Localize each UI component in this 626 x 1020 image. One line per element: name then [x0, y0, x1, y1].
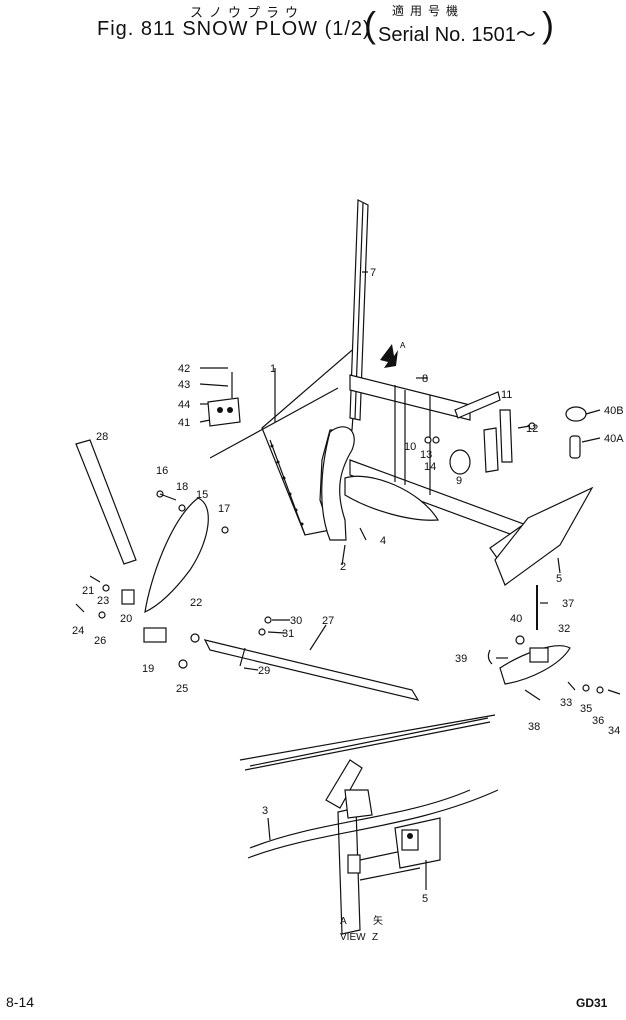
callout-18: 18 — [176, 481, 188, 493]
view-letter: Z — [372, 932, 378, 943]
figure-title: Fig. 811 SNOW PLOW (1/2) — [97, 18, 371, 40]
plate-part-11b — [483, 427, 499, 473]
model-code: GD31 — [576, 996, 608, 1010]
view-z-detail — [239, 714, 499, 935]
callout-43: 43 — [178, 379, 190, 391]
callout-4: 4 — [380, 535, 386, 547]
callout-17: 17 — [218, 503, 230, 515]
bracket-part-9 — [449, 449, 471, 475]
callout-14: 14 — [424, 461, 436, 473]
callout-42: 42 — [178, 363, 190, 375]
callout-20: 20 — [120, 613, 132, 625]
callout-44: 44 — [178, 399, 190, 411]
view-z-label: A 矢 VIEW Z — [340, 914, 383, 943]
view-text: VIEW — [340, 932, 366, 943]
callout-9: 9 — [456, 475, 462, 487]
endplate-part-15 — [144, 497, 209, 614]
callout-13: 13 — [420, 449, 432, 461]
callout-27: 27 — [322, 615, 334, 627]
edge-part-28 — [75, 439, 137, 565]
arrow-label: A — [400, 341, 406, 350]
callout-41: 41 — [178, 417, 190, 429]
plate-part-11 — [499, 409, 513, 463]
applicable-label: 適用号機 — [392, 4, 465, 18]
callout-15: 15 — [196, 489, 208, 501]
callout-10: 10 — [404, 441, 416, 453]
side-blade-part-5 — [494, 486, 594, 586]
callout-30: 30 — [290, 615, 302, 627]
part-callouts: 7 1 8 11 12 40B 40A 42 43 44 41 10 13 14… — [72, 267, 624, 905]
view-marker: A — [340, 916, 347, 927]
callout-16: 16 — [156, 465, 168, 477]
blade-curve — [321, 426, 355, 541]
callout-38: 38 — [528, 721, 540, 733]
callout-21: 21 — [82, 585, 94, 597]
frame-part-8 — [349, 374, 541, 563]
paren-close: ) — [542, 4, 554, 45]
callout-37: 37 — [562, 598, 574, 610]
page-number: 8-14 — [6, 994, 35, 1010]
callout-28: 28 — [96, 431, 108, 443]
plate-part-41 — [207, 372, 241, 427]
callout-39: 39 — [455, 653, 467, 665]
callout-22: 22 — [190, 597, 202, 609]
view-arrow — [380, 344, 398, 368]
callout-34: 34 — [608, 725, 620, 737]
leader-lines — [199, 271, 601, 671]
callout-33: 33 — [560, 697, 572, 709]
skid-part-4 — [344, 475, 440, 521]
edge-part-27 — [203, 639, 420, 701]
pin-part-40a — [569, 435, 581, 459]
callout-5: 5 — [556, 573, 562, 585]
callout-26: 26 — [94, 635, 106, 647]
callout-25: 25 — [176, 683, 188, 695]
callout-40b: 40B — [604, 405, 624, 417]
callout-35: 35 — [580, 703, 592, 715]
callout-8: 8 — [422, 373, 428, 385]
cap-part-40b — [565, 406, 587, 422]
callout-36: 36 — [592, 715, 604, 727]
callout-24: 24 — [72, 625, 84, 637]
serial-range: Serial No. 1501～ — [378, 24, 536, 46]
view-kanji: 矢 — [373, 914, 383, 927]
callout-2: 2 — [340, 561, 346, 573]
paren-open: ( — [364, 4, 376, 45]
callout-11: 11 — [501, 389, 512, 401]
callout-40a: 40A — [604, 433, 624, 445]
callout-29: 29 — [258, 665, 270, 677]
callout-19: 19 — [142, 663, 154, 675]
callout-31: 31 — [282, 628, 294, 640]
callout-40: 40 — [510, 613, 522, 625]
callout-12: 12 — [526, 423, 538, 435]
callout-32: 32 — [558, 623, 570, 635]
shoe-part-32 — [499, 645, 571, 685]
callout-3: 3 — [262, 805, 268, 817]
callout-1: 1 — [270, 363, 276, 375]
shoe-pin — [529, 647, 549, 663]
callout-7: 7 — [370, 267, 376, 279]
title-kana: スノウプラウ — [190, 5, 305, 20]
callout-23: 23 — [97, 595, 109, 607]
callout-6: 5 — [422, 893, 428, 905]
